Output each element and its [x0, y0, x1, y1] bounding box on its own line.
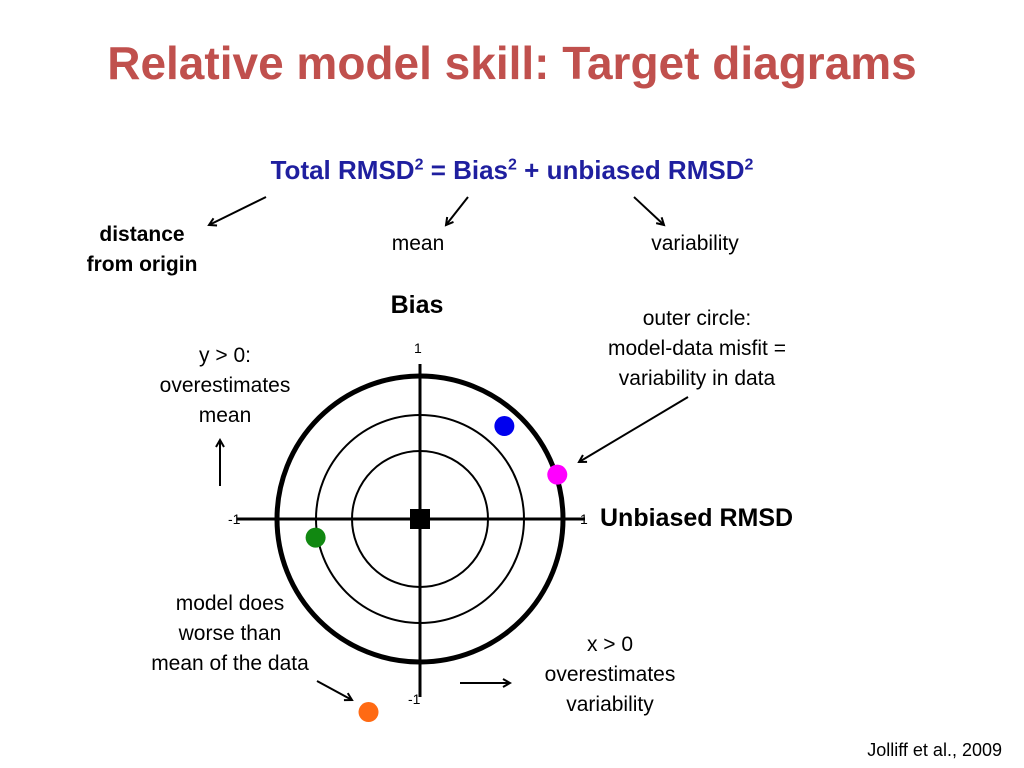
rmsd-equation: Total RMSD2 = Bias2 + unbiased RMSD2: [0, 155, 1024, 186]
equation-exponent-2: 2: [508, 156, 517, 174]
x-positive-note: x > 0 overestimates variability: [515, 630, 705, 720]
y-note-line-1: y > 0:: [199, 344, 251, 367]
data-point-magenta: [547, 464, 568, 485]
citation: Jolliff et al., 2009: [867, 740, 1002, 760]
equation-bias: = Bias: [423, 155, 509, 185]
page-title: Relative model skill: Target diagrams: [107, 37, 917, 89]
outer-circle-arrow: [579, 396, 689, 462]
equation-exponent-3: 2: [744, 156, 754, 174]
x-tick-left: -1: [228, 511, 241, 527]
outer-note-line-2: model-data misfit =: [608, 337, 786, 360]
y-tick-top: 1: [414, 340, 422, 356]
mean-arrow: [446, 196, 469, 225]
worse-arrow: [316, 680, 352, 700]
distance-from-origin-label: distance from origin: [62, 220, 222, 280]
outer-circle: [274, 373, 566, 665]
inner-circle: [351, 450, 489, 588]
worse-note-line-2: worse than: [178, 622, 282, 645]
distance-line-2: from origin: [86, 253, 198, 276]
middle-circle: [315, 414, 525, 624]
worse-than-mean-note: model does worse than mean of the data: [125, 589, 335, 679]
mean-label: mean: [391, 232, 445, 255]
bias-axis-label: Bias: [390, 291, 444, 319]
y-tick-bottom: -1: [408, 691, 421, 707]
outer-circle-note: outer circle: model-data misfit = variab…: [572, 304, 822, 394]
outer-note-line-1: outer circle:: [642, 307, 752, 330]
y-note-line-3: mean: [198, 404, 252, 427]
distance-line-1: distance: [99, 223, 185, 246]
worse-note-line-1: model does: [175, 592, 285, 615]
data-point-green: [305, 527, 326, 548]
equation-total: Total RMSD: [270, 155, 415, 185]
data-point-orange: [358, 702, 379, 723]
origin-square: [410, 509, 430, 529]
y-positive-note: y > 0: overestimates mean: [130, 341, 320, 431]
distance-arrow: [209, 196, 267, 225]
variability-label: variability: [651, 232, 739, 255]
worse-note-line-3: mean of the data: [151, 652, 309, 675]
data-point-blue: [494, 416, 515, 437]
y-note-line-2: overestimates: [159, 374, 291, 397]
unbiased-rmsd-axis-label: Unbiased RMSD: [600, 504, 794, 532]
x-note-line-3: variability: [566, 693, 654, 716]
x-note-line-1: x > 0: [586, 633, 634, 656]
x-note-line-2: overestimates: [544, 663, 676, 686]
equation-unbiased: + unbiased RMSD: [516, 155, 745, 185]
equation-exponent-1: 2: [414, 156, 424, 174]
points-layer: [305, 416, 568, 723]
variability-arrow: [633, 196, 664, 225]
outer-note-line-3: variability in data: [618, 367, 776, 390]
